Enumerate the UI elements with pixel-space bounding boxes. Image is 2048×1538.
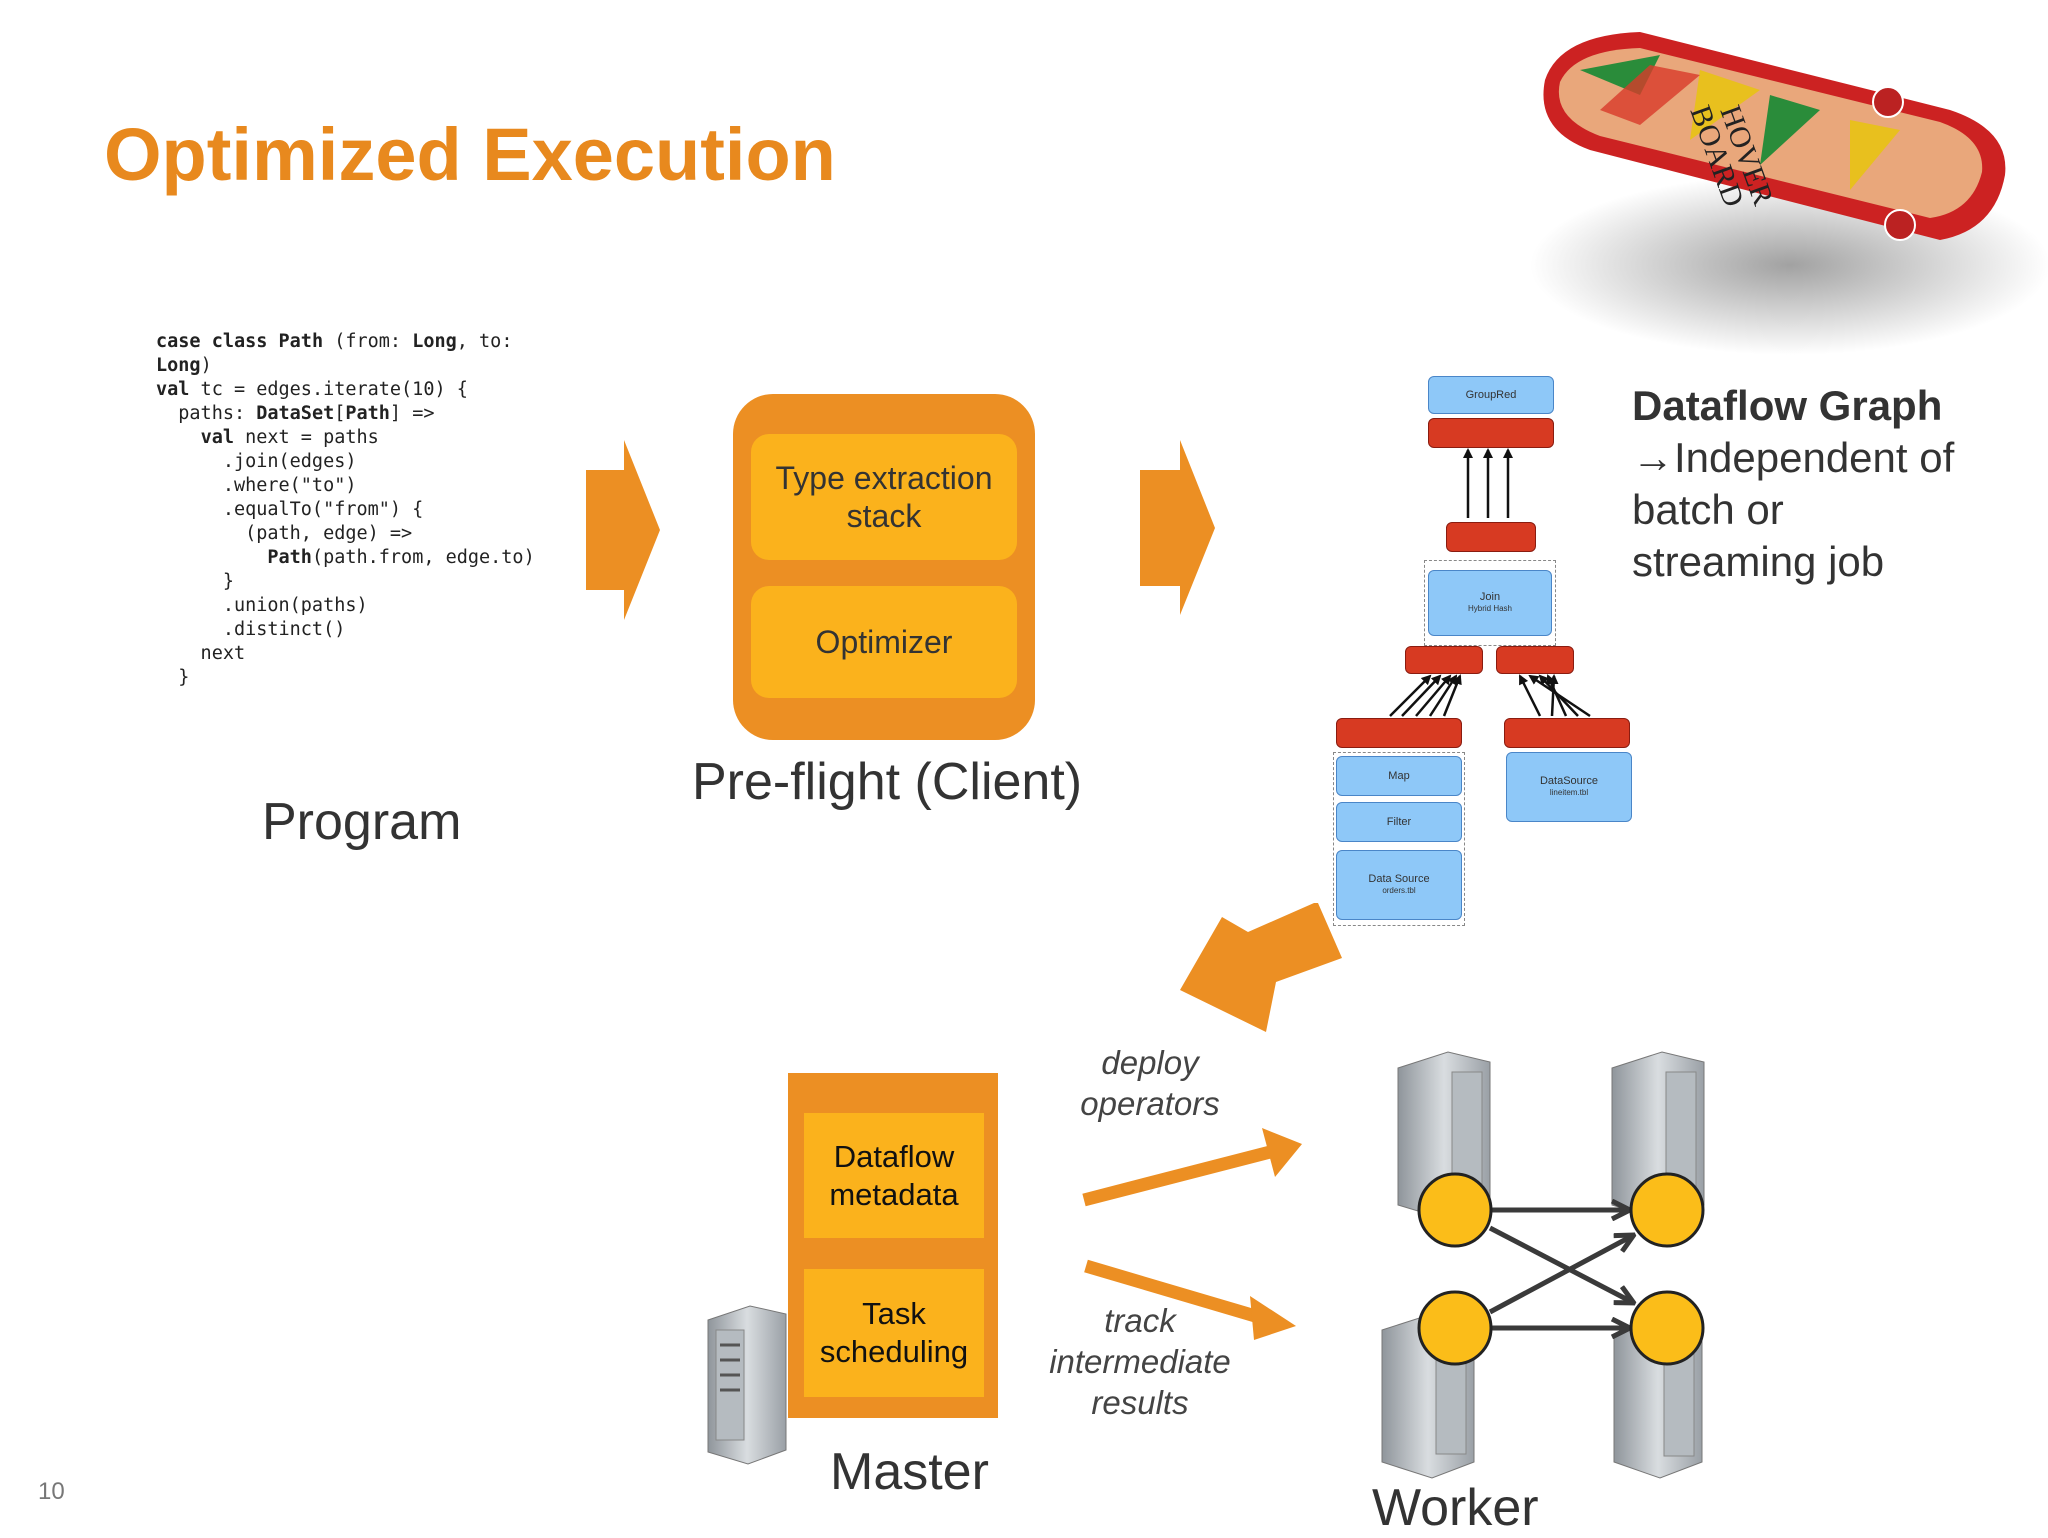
code-line: case class Path (from: Long, to: xyxy=(156,331,513,352)
preflight-box: Type extraction stack Optimizer xyxy=(733,394,1035,740)
code-line: (path, edge) => xyxy=(156,523,413,544)
code-line: paths: DataSet[Path] => xyxy=(156,403,435,424)
track-arrow xyxy=(1084,1259,1264,1325)
code-line: Long) xyxy=(156,355,212,376)
deploy-arrow xyxy=(1082,1145,1272,1207)
code-line: .distinct() xyxy=(156,619,346,640)
task-scheduling-box: Task scheduling xyxy=(804,1269,984,1397)
code-line: val tc = edges.iterate(10) { xyxy=(156,379,468,400)
optimizer-stage: Optimizer xyxy=(751,586,1017,698)
ship-forward-node xyxy=(1446,522,1536,552)
dataflow-title: Dataflow Graph xyxy=(1632,382,1943,429)
hash-partition-right-node xyxy=(1504,718,1630,748)
code-line: Path(path.from, edge.to) xyxy=(267,547,535,568)
worker-task-node xyxy=(1629,1172,1705,1248)
code-line: .equalTo("from") { xyxy=(156,499,424,520)
type-extraction-stage: Type extraction stack xyxy=(751,434,1017,560)
dataflow-description: Dataflow Graph →Independent of batch or … xyxy=(1632,380,1954,588)
page-number: 10 xyxy=(38,1478,65,1505)
dataflow-edges xyxy=(1389,448,1591,718)
map-node: Map xyxy=(1336,756,1462,796)
worker-task-node xyxy=(1629,1290,1705,1366)
preflight-caption: Pre-flight (Client) xyxy=(692,753,1083,811)
code-line: } xyxy=(156,571,234,592)
combiner-node xyxy=(1428,418,1554,448)
master-caption: Master xyxy=(830,1443,989,1501)
forward-node xyxy=(1496,646,1574,674)
code-line: .where("to") xyxy=(156,475,357,496)
worker-task-node xyxy=(1417,1172,1493,1248)
code-line: next xyxy=(156,643,246,664)
slide-title: Optimized Execution xyxy=(104,113,836,196)
hoverboard-image: HOVER BOARD xyxy=(1530,32,2048,355)
dataflow-metadata-box: Dataflow metadata xyxy=(804,1113,984,1238)
code-line: val next = paths xyxy=(200,427,379,448)
hash-partition-left-node xyxy=(1336,718,1462,748)
join-group-frame xyxy=(1424,560,1556,646)
worker-task-node xyxy=(1417,1290,1493,1366)
master-box: Dataflow metadata Task scheduling xyxy=(788,1073,998,1418)
code-line: .union(paths) xyxy=(156,595,368,616)
code-line: } xyxy=(156,667,190,688)
deploy-label: deploy operators xyxy=(1080,1044,1220,1122)
code-line: .join(edges) xyxy=(156,451,357,472)
group-reduce-node: GroupRed xyxy=(1428,376,1554,414)
arrow-down-left xyxy=(1180,903,1342,1032)
master-server-icon xyxy=(707,1305,787,1465)
filter-node: Filter xyxy=(1336,802,1462,842)
program-code: case class Path (from: Long, to: Long) v… xyxy=(156,330,535,690)
dataflow-line: batch or xyxy=(1632,486,1784,533)
orders-chain-frame xyxy=(1333,752,1465,926)
broadcast-node xyxy=(1405,646,1483,674)
worker-caption: Worker xyxy=(1372,1479,1539,1537)
arrow-right-2 xyxy=(1140,440,1215,615)
program-caption: Program xyxy=(262,793,462,851)
dataflow-line: streaming job xyxy=(1632,538,1885,585)
arrow-right-1 xyxy=(586,440,660,620)
dataflow-line: →Independent of xyxy=(1632,434,1955,481)
track-label: track intermediate results xyxy=(1049,1302,1231,1421)
